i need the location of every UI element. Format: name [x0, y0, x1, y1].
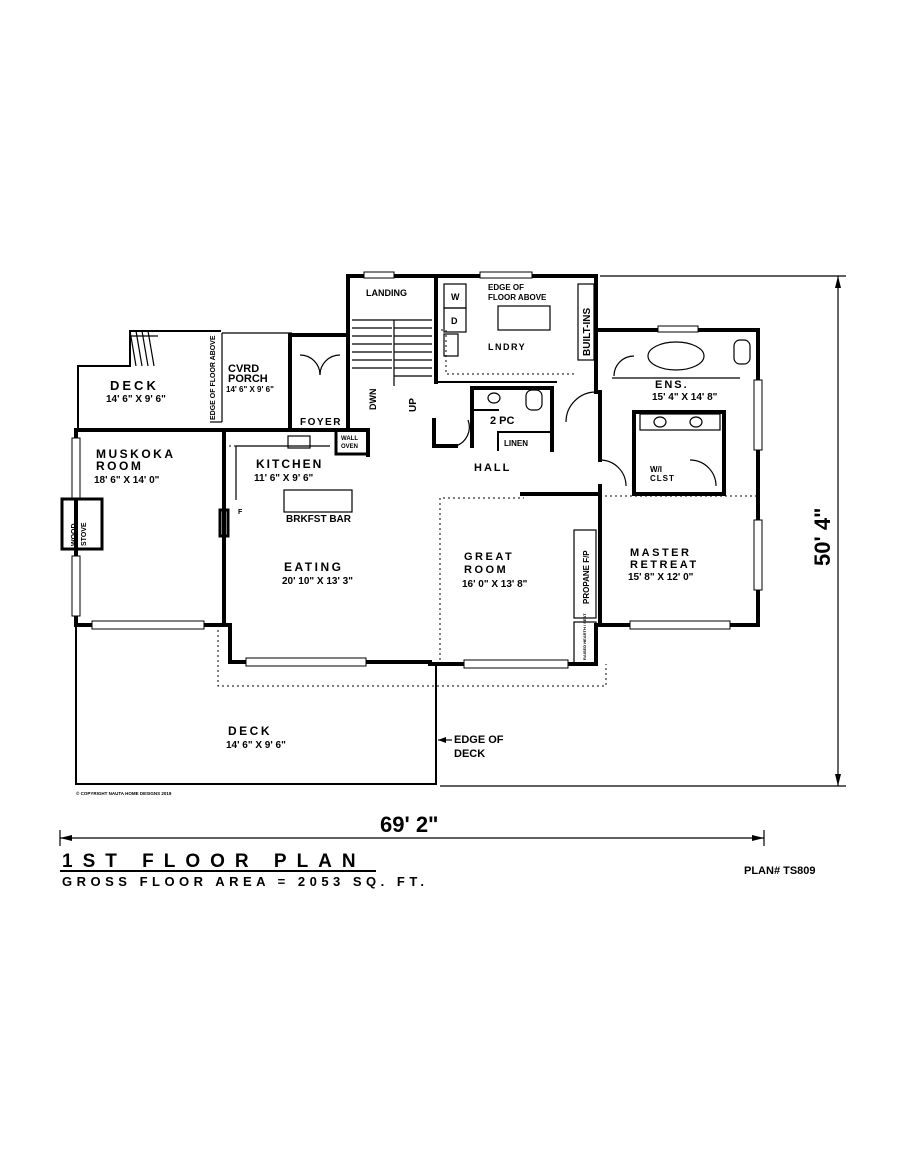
- gross-floor-area: GROSS FLOOR AREA = 2053 SQ. FT.: [62, 874, 428, 889]
- master-line1: MASTER: [630, 547, 691, 559]
- two-pc-label: 2 PC: [490, 415, 515, 427]
- plan-title: 1ST FLOOR PLAN: [62, 851, 366, 872]
- great-room-line1: GREAT: [464, 551, 514, 563]
- ens-dim: 15' 4" X 14' 8": [652, 392, 718, 403]
- kitchen-dim: 11' 6" X 9' 6": [254, 473, 314, 484]
- muskoka-dim: 18' 6" X 14' 0": [94, 475, 160, 486]
- floor-above-edges: [217, 329, 760, 687]
- room-labels: DECK 14' 6" X 9' 6" EDGE OF FLOOR ABOVE …: [71, 283, 718, 760]
- copyright: © COPYRIGHT NAUTA HOME DESIGNS 2019: [76, 790, 172, 796]
- door-swings: [299, 354, 717, 487]
- foyer-label: FOYER: [300, 417, 342, 428]
- edge-floor-above-line1: EDGE OF: [488, 283, 524, 292]
- edge-deck-line2: DECK: [454, 748, 485, 760]
- cvrd-porch-line1: CVRD: [228, 363, 259, 375]
- propane-fp-label: PROPANE F/P: [582, 550, 591, 604]
- lndry-label: LNDRY: [488, 342, 526, 352]
- landing-label: LANDING: [366, 288, 407, 298]
- great-room-dim: 16' 0" X 13' 8": [462, 579, 528, 590]
- wood-stove-line1: WOOD: [71, 523, 78, 546]
- cvrd-porch-line2: PORCH: [228, 373, 268, 385]
- up-label: UP: [408, 398, 419, 412]
- edge-floor-above-line2: FLOOR ABOVE: [488, 293, 547, 302]
- wi-clst-line1: W/I: [650, 465, 662, 474]
- deck-upper-name: DECK: [110, 378, 159, 393]
- dimension-labels: 69' 2" 50' 4": [380, 508, 835, 837]
- built-ins-label: BUILT-INS: [582, 308, 593, 356]
- footer: © COPYRIGHT NAUTA HOME DESIGNS 2019 1ST …: [60, 790, 816, 889]
- raised-hearth-label: RAISED HEARTH / SEAT: [582, 613, 587, 660]
- depth-dimension: 50' 4": [810, 508, 835, 566]
- dwn-label: DWN: [368, 389, 378, 411]
- eating-dim: 20' 10" X 13' 3": [282, 576, 353, 587]
- dryer-label: D: [451, 316, 458, 326]
- cvrd-porch-dim: 14' 6" X 9' 6": [226, 385, 274, 394]
- dimension-lines: [59, 275, 846, 846]
- deck-lower-name: DECK: [228, 724, 272, 738]
- kitchen-name: KITCHEN: [256, 457, 323, 471]
- fridge-label: F: [238, 509, 243, 516]
- brkfst-bar: BRKFST BAR: [286, 514, 352, 525]
- walls: [60, 274, 760, 785]
- ens-name: ENS.: [655, 379, 689, 391]
- deck-upper-dim: 14' 6" X 9' 6": [106, 394, 166, 405]
- hall-label: HALL: [474, 462, 511, 474]
- plan-number: PLAN# TS809: [744, 865, 816, 877]
- washer-label: W: [451, 292, 460, 302]
- muskoka-line2: ROOM: [96, 459, 143, 473]
- master-dim: 15' 8" X 12' 0": [628, 572, 694, 583]
- deck-lower-dim: 14' 6" X 9' 6": [226, 740, 286, 751]
- edge-floor-above-vertical: EDGE OF FLOOR ABOVE: [210, 335, 217, 420]
- eating-name: EATING: [284, 560, 343, 574]
- muskoka-line1: MUSKOKA: [96, 447, 176, 461]
- width-dimension: 69' 2": [380, 812, 438, 837]
- wi-clst-line2: CLST: [650, 474, 675, 483]
- great-room-line2: ROOM: [464, 564, 508, 576]
- wall-oven-line2: OVEN: [341, 444, 358, 450]
- wood-stove-line2: STOVE: [81, 522, 88, 546]
- linen-label: LINEN: [504, 439, 528, 448]
- windows: [71, 271, 763, 669]
- wall-oven-line1: WALL: [341, 436, 358, 442]
- edge-deck-line1: EDGE OF: [454, 734, 504, 746]
- master-line2: RETREAT: [630, 559, 699, 571]
